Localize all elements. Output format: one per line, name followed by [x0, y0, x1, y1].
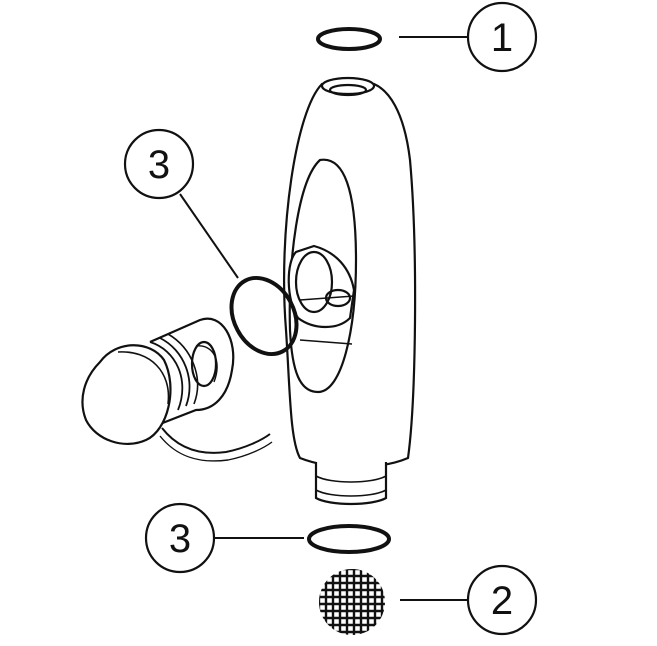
- callout-3-lower: 3: [144, 502, 216, 574]
- o-ring-top: [316, 27, 382, 51]
- valve-body: [282, 76, 417, 506]
- o-ring-side: [229, 275, 299, 357]
- callout-1: 1: [466, 1, 538, 73]
- leader-lines: [179, 36, 468, 601]
- callout-2: 2: [466, 564, 538, 636]
- callout-3-lower-label: 3: [169, 517, 191, 561]
- callout-1-label: 1: [491, 16, 513, 60]
- callout-2-label: 2: [491, 579, 513, 623]
- callout-3-upper: 3: [123, 128, 195, 200]
- o-ring-bottom: [307, 524, 391, 554]
- filter-screen: [319, 569, 385, 635]
- callout-3-upper-label: 3: [148, 143, 170, 187]
- handle-assembly: [81, 317, 273, 462]
